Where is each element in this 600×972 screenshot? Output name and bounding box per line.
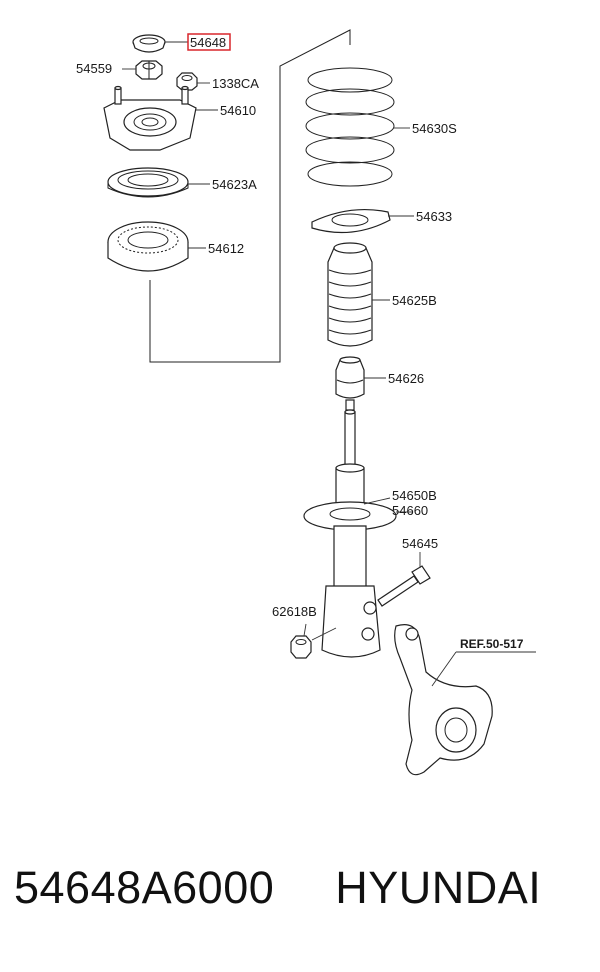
coil-spring-54630s[interactable] [305, 67, 395, 187]
nut-62618b[interactable] [290, 635, 312, 659]
bolt-54645[interactable] [377, 565, 431, 607]
brand-name: HYUNDAI [335, 862, 542, 913]
highlight-box [187, 33, 231, 51]
nut-1338ca[interactable] [176, 72, 198, 91]
part-number: 54648A6000 [14, 862, 275, 913]
dust-cap-54648[interactable] [132, 34, 166, 53]
strut-exploded-diagram: 54648 54559 1338CA 54610 54623A [76, 29, 536, 776]
label-54660: 54660 [392, 503, 428, 518]
label-54623a: 54623A [212, 177, 257, 192]
label-54650b: 54650B [392, 488, 437, 503]
assembly-bracket [149, 29, 351, 363]
label-54612: 54612 [208, 241, 244, 256]
strut-mount-54610[interactable] [103, 85, 197, 151]
strut-assembly-54650b[interactable] [303, 409, 397, 658]
dust-boot-54625b[interactable] [327, 242, 373, 347]
label-1338ca: 1338CA [212, 76, 259, 91]
label-54625b: 54625B [392, 293, 437, 308]
label-54645: 54645 [402, 536, 438, 551]
label-54610: 54610 [220, 103, 256, 118]
steering-knuckle[interactable] [394, 624, 493, 776]
label-ref-50-517: REF.50-517 [460, 637, 524, 651]
nut-54559[interactable] [135, 60, 163, 80]
label-54630s: 54630S [412, 121, 457, 136]
bump-stop-54626[interactable] [335, 356, 365, 411]
label-54633: 54633 [416, 209, 452, 224]
bearing-54612[interactable] [107, 221, 189, 272]
part-caption: 54648A6000 HYUNDAI [14, 862, 594, 932]
label-62618b: 62618B [272, 604, 317, 619]
spring-pad-54633[interactable] [311, 208, 391, 234]
label-54648: 54648 [190, 35, 226, 50]
spring-seat-54623a[interactable] [107, 167, 189, 198]
label-54626: 54626 [388, 371, 424, 386]
label-54559: 54559 [76, 61, 112, 76]
